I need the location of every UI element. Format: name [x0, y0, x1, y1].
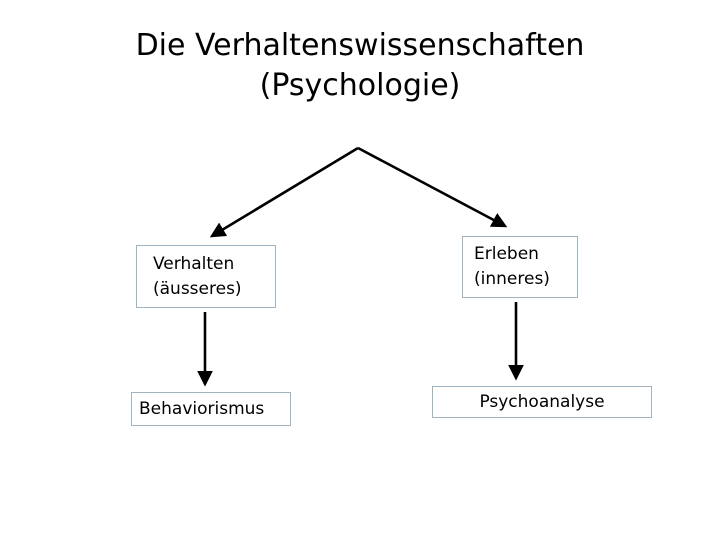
page-title: Die Verhaltenswissenschaften (Psychologi… — [135, 28, 585, 103]
node-behaviorismus[interactable]: Behaviorismus — [131, 392, 291, 426]
edge-apex-to-erleben — [357, 146, 508, 228]
edge-apex-to-verhalten — [209, 146, 359, 238]
node-verhalten[interactable]: Verhalten (äusseres) — [136, 245, 276, 308]
node-psychoanalyse[interactable]: Psychoanalyse — [432, 386, 652, 418]
node-erleben[interactable]: Erleben (inneres) — [462, 236, 578, 298]
